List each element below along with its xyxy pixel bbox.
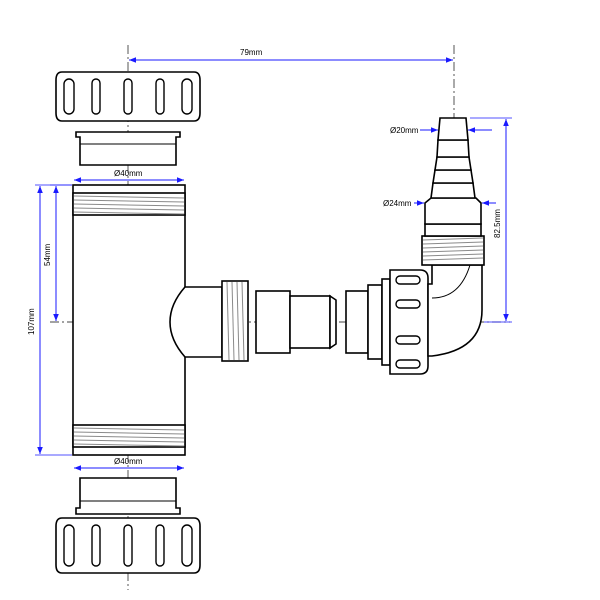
dimension-diameter-20mm-label: Ø20mm	[390, 126, 419, 135]
top-compression-nut	[55, 71, 201, 122]
dimension-79mm: 79mm	[129, 48, 453, 63]
dimension-diameter-20mm: Ø20mm	[390, 126, 492, 135]
top-collar	[75, 131, 181, 166]
dimension-diameter-24mm: Ø24mm	[383, 199, 496, 208]
dimension-82-5mm-label: 82.5mm	[493, 209, 502, 238]
side-threaded-spigot	[221, 280, 249, 362]
elbow-connector	[345, 269, 429, 375]
dimension-82-5mm: 82.5mm	[470, 117, 512, 323]
dimension-diameter-bottom-label: Ø40mm	[114, 457, 143, 466]
adaptor-piece	[255, 290, 337, 354]
dimension-diameter-24mm-label: Ø24mm	[383, 199, 412, 208]
dimension-diameter-bottom: Ø40mm	[74, 457, 184, 471]
dimension-79mm-label: 79mm	[240, 48, 263, 57]
dimension-54mm-label: 54mm	[43, 243, 52, 266]
elbow-bend	[427, 264, 483, 357]
hose-spigot	[421, 117, 485, 266]
bottom-collar	[75, 477, 181, 515]
tee-body	[72, 184, 223, 456]
dimension-107mm: 107mm	[27, 184, 72, 456]
dimension-diameter-top-label: Ø40mm	[114, 169, 143, 178]
dimension-diameter-top: Ø40mm	[74, 169, 184, 183]
dimension-107mm-label: 107mm	[27, 308, 36, 335]
bottom-compression-nut	[55, 517, 201, 574]
dimension-54mm: 54mm	[43, 184, 72, 321]
